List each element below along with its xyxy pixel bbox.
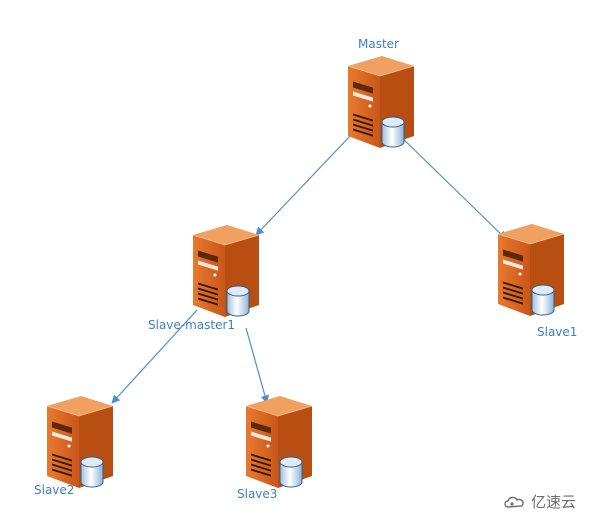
database-icon <box>226 285 250 317</box>
edges <box>111 131 507 404</box>
node-label-slave1: Slave1 <box>537 325 578 339</box>
node-label-slave2: Slave2 <box>34 483 75 497</box>
edge-slave-master1-to-slave2 <box>111 309 198 404</box>
watermark-text: 亿速云 <box>530 493 576 511</box>
watermark: 亿速云 <box>503 491 576 512</box>
server-slave3 <box>245 396 313 488</box>
edge-master-to-slave-master1 <box>255 133 353 236</box>
cloud-logo-icon <box>504 496 524 508</box>
database-icon <box>279 456 303 488</box>
server-slave-master1 <box>192 225 260 317</box>
server-slave1 <box>497 224 565 316</box>
edge-master-to-slave1 <box>395 131 507 240</box>
node-label-slave3: Slave3 <box>237 487 278 501</box>
node-label-slave-master1: Slave-master1 <box>148 318 236 332</box>
server-slave2 <box>46 396 114 488</box>
server-master <box>347 56 415 148</box>
database-icon <box>381 116 405 148</box>
database-icon <box>531 284 555 316</box>
node-label-master: Master <box>358 37 399 51</box>
edge-slave-master1-to-slave3 <box>245 327 270 404</box>
database-icon <box>80 456 104 488</box>
